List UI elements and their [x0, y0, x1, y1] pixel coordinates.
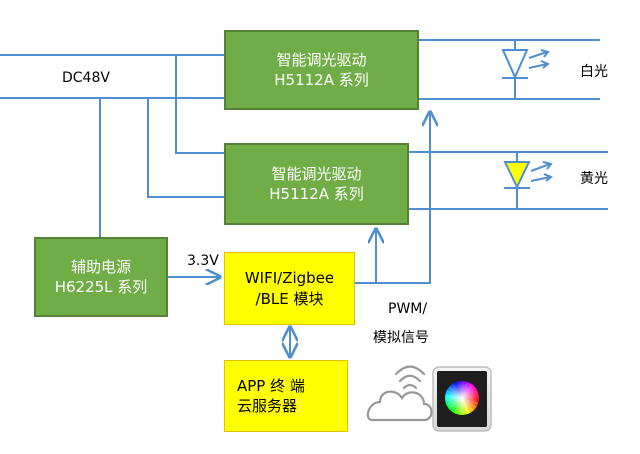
white-light-label: 白光 — [580, 64, 608, 80]
wireless-module-line1: WIFI/Zigbee — [244, 269, 335, 288]
aux-power-model: H6225L 系列 — [54, 278, 148, 296]
app-cloud-server-box: APP 终 端 云服务器 — [224, 360, 348, 432]
tablet-color-wheel-icon — [432, 366, 492, 432]
cloud-server-label: 云服务器 — [237, 397, 298, 415]
cloud-wifi-icon — [366, 365, 433, 422]
app-terminal-label: APP 终 端 — [237, 376, 305, 395]
dimming-driver-bottom-model: H5112A 系列 — [269, 185, 364, 203]
white-led-icon — [501, 49, 550, 80]
yellow-led-icon — [503, 161, 553, 190]
yellow-light-label: 黄光 — [580, 171, 608, 187]
aux-power-title: 辅助电源 — [70, 257, 131, 276]
dimming-driver-top-model: H5112A 系列 — [274, 71, 369, 89]
pwm-label: PWM/ — [388, 301, 428, 317]
dc48v-label: DC48V — [62, 70, 110, 86]
analog-signal-label: 模拟信号 — [373, 330, 429, 346]
aux-power-box: 辅助电源 H6225L 系列 — [34, 237, 168, 317]
wireless-module-line2: /BLE 模块 — [255, 289, 324, 308]
wireless-module-box: WIFI/Zigbee /BLE 模块 — [224, 252, 355, 325]
dimming-driver-top: 智能调光驱动 H5112A 系列 — [224, 30, 419, 110]
color-wheel-center — [445, 381, 479, 415]
pwm-to-top-driver-arrow — [355, 112, 430, 284]
dimming-driver-top-title: 智能调光驱动 — [276, 50, 367, 69]
dimming-driver-bottom: 智能调光驱动 H5112A 系列 — [224, 143, 409, 225]
bus-tap-upper — [175, 55, 225, 154]
dimming-driver-bottom-title: 智能调光驱动 — [271, 164, 362, 183]
bus-tap-lower — [147, 98, 225, 198]
voltage-3v3-label: 3.3V — [187, 253, 219, 269]
